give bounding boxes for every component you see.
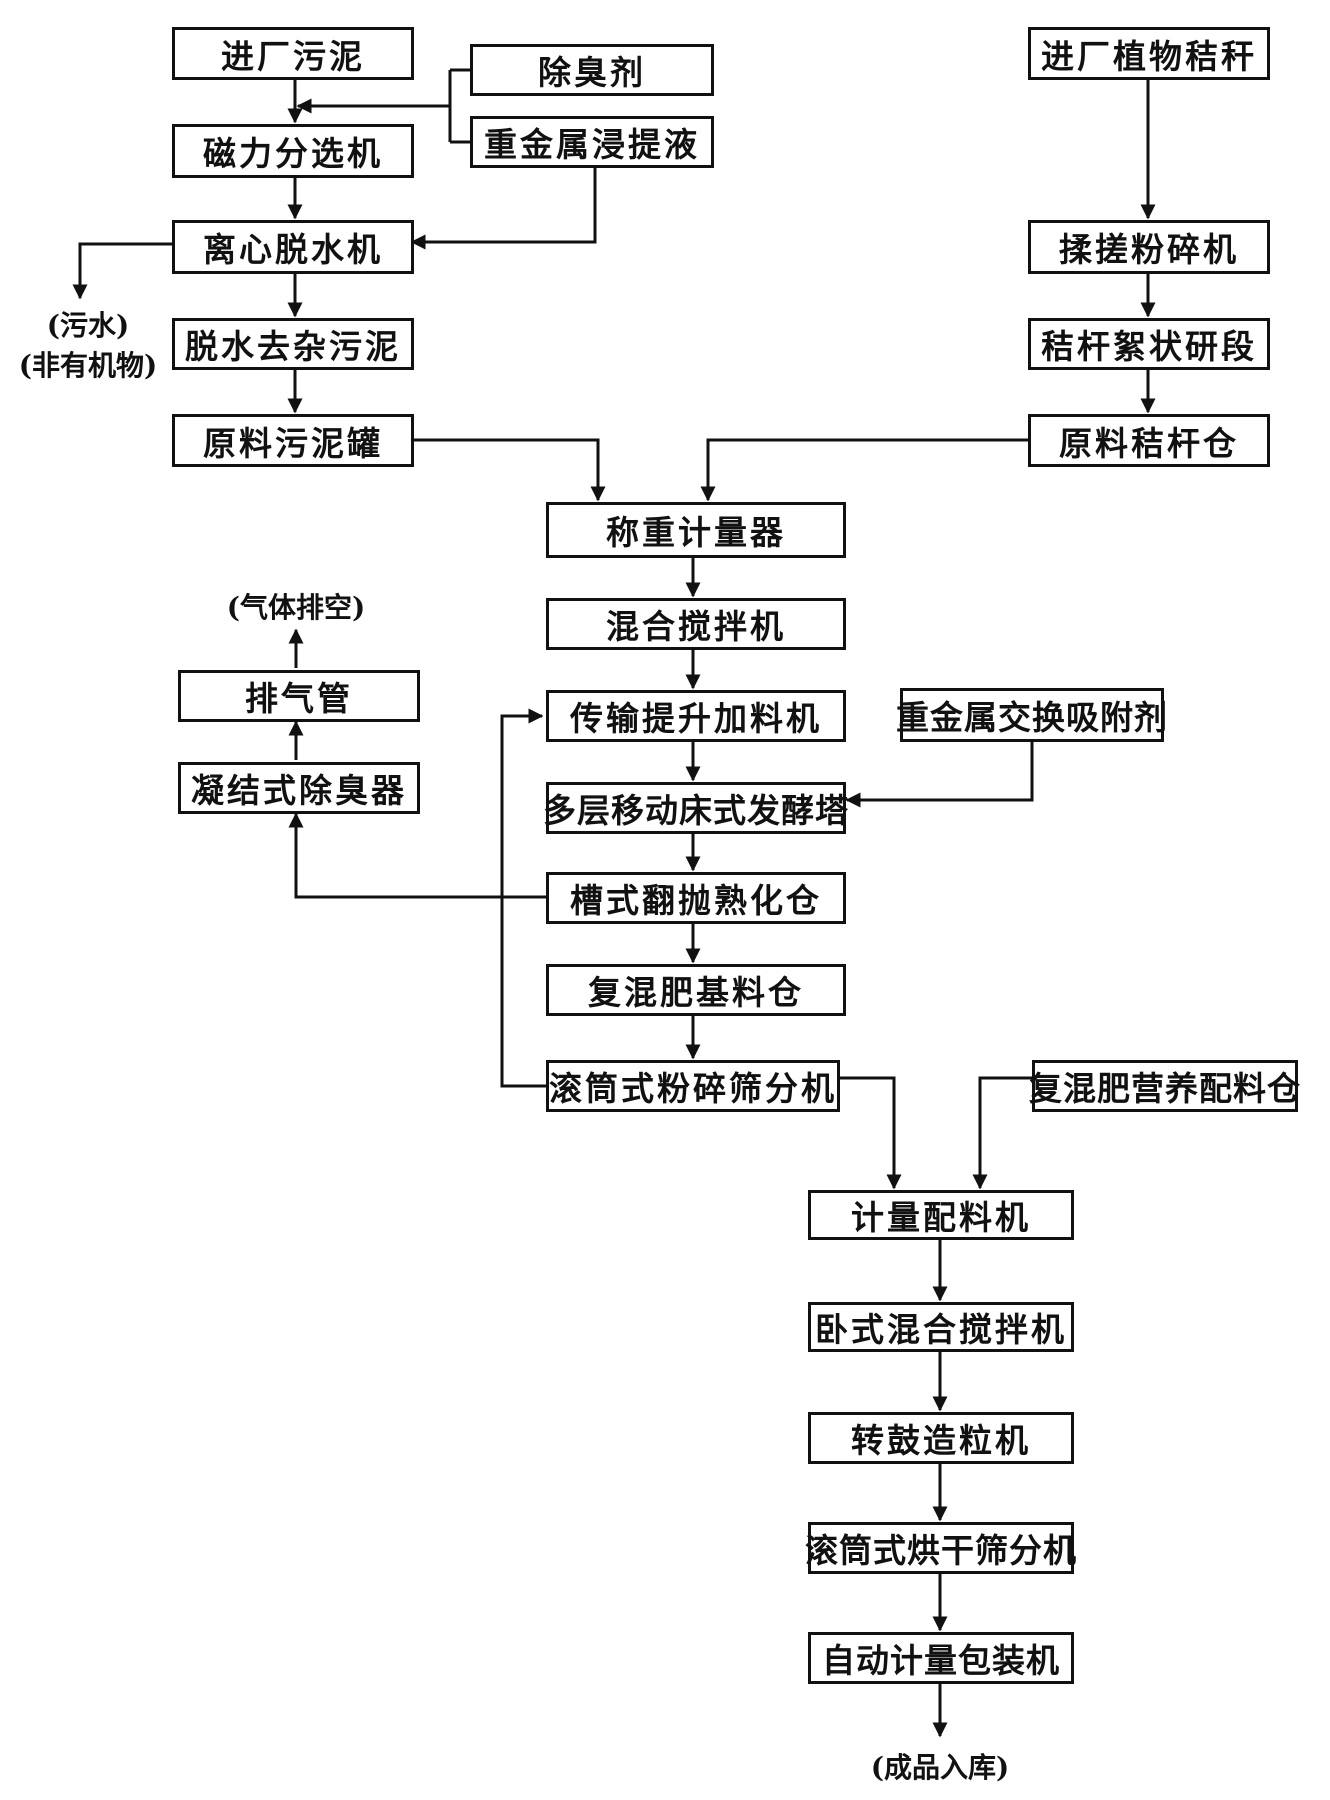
box-horizontal-mixer: 卧式混合搅拌机 xyxy=(808,1302,1074,1352)
box-straw-crusher: 揉搓粉碎机 xyxy=(1028,220,1270,274)
box-nutrient-bin: 复混肥营养配料仓 xyxy=(1029,1060,1300,1112)
box-dewatered-sludge: 脱水去杂污泥 xyxy=(172,318,414,370)
box-deodorant: 除臭剂 xyxy=(470,44,714,96)
arrow-curing-to-deodorizer xyxy=(288,812,546,899)
label-gas-vent: (气体排空) xyxy=(226,591,366,624)
box-mixer: 混合搅拌机 xyxy=(546,598,846,650)
box-centrifuge: 离心脱水机 xyxy=(172,220,414,274)
arrow-recycle-to-elevator xyxy=(500,708,546,1088)
box-drum-crusher-screen: 滚筒式粉碎筛分机 xyxy=(546,1060,840,1112)
box-batching: 计量配料机 xyxy=(808,1190,1074,1240)
label-wastewater-line2: (非有机物) xyxy=(18,349,158,382)
arrow-silo-to-weigher xyxy=(700,438,1028,502)
box-sludge-intake: 进厂污泥 xyxy=(172,27,414,80)
arrow-centrifuge-to-wastewater xyxy=(72,242,172,300)
box-condensing-deodorizer: 凝结式除臭器 xyxy=(178,762,420,814)
box-sludge-tank: 原料污泥罐 xyxy=(172,414,414,467)
arrow-drumscreen-to-batching xyxy=(840,1076,902,1190)
box-fermentation-tower: 多层移动床式发酵塔 xyxy=(543,782,848,834)
box-weigher: 称重计量器 xyxy=(546,502,846,558)
arrow-leach-to-centrifuge xyxy=(410,168,597,250)
box-packer: 自动计量包装机 xyxy=(808,1632,1074,1684)
box-magnetic-separator: 磁力分选机 xyxy=(172,124,414,178)
box-dryer-screen: 滚筒式烘干筛分机 xyxy=(805,1522,1076,1574)
box-base-bin: 复混肥基料仓 xyxy=(546,964,846,1016)
box-straw-mill: 秸杆絮状研段 xyxy=(1028,318,1270,370)
box-heavy-metal-leach: 重金属浸提液 xyxy=(470,116,714,168)
label-wastewater: (污水) (非有机物) xyxy=(8,304,168,384)
box-adsorbent: 重金属交换吸附剂 xyxy=(896,688,1167,742)
box-granulator: 转鼓造粒机 xyxy=(808,1412,1074,1464)
box-curing-bin: 槽式翻抛熟化仓 xyxy=(546,872,846,924)
box-straw-intake: 进厂植物秸秆 xyxy=(1028,27,1270,80)
box-elevator-feeder: 传输提升加料机 xyxy=(546,690,846,742)
arrow-adsorbent-to-tower xyxy=(845,742,1034,808)
box-straw-silo: 原料秸杆仓 xyxy=(1028,414,1270,467)
label-wastewater-line1: (污水) xyxy=(46,309,130,342)
box-exhaust-pipe: 排气管 xyxy=(178,670,420,722)
arrow-nutrient-to-batching xyxy=(972,1076,1032,1190)
label-product: (成品入库) xyxy=(870,1751,1010,1784)
arrow-tank-to-weigher xyxy=(412,438,606,502)
